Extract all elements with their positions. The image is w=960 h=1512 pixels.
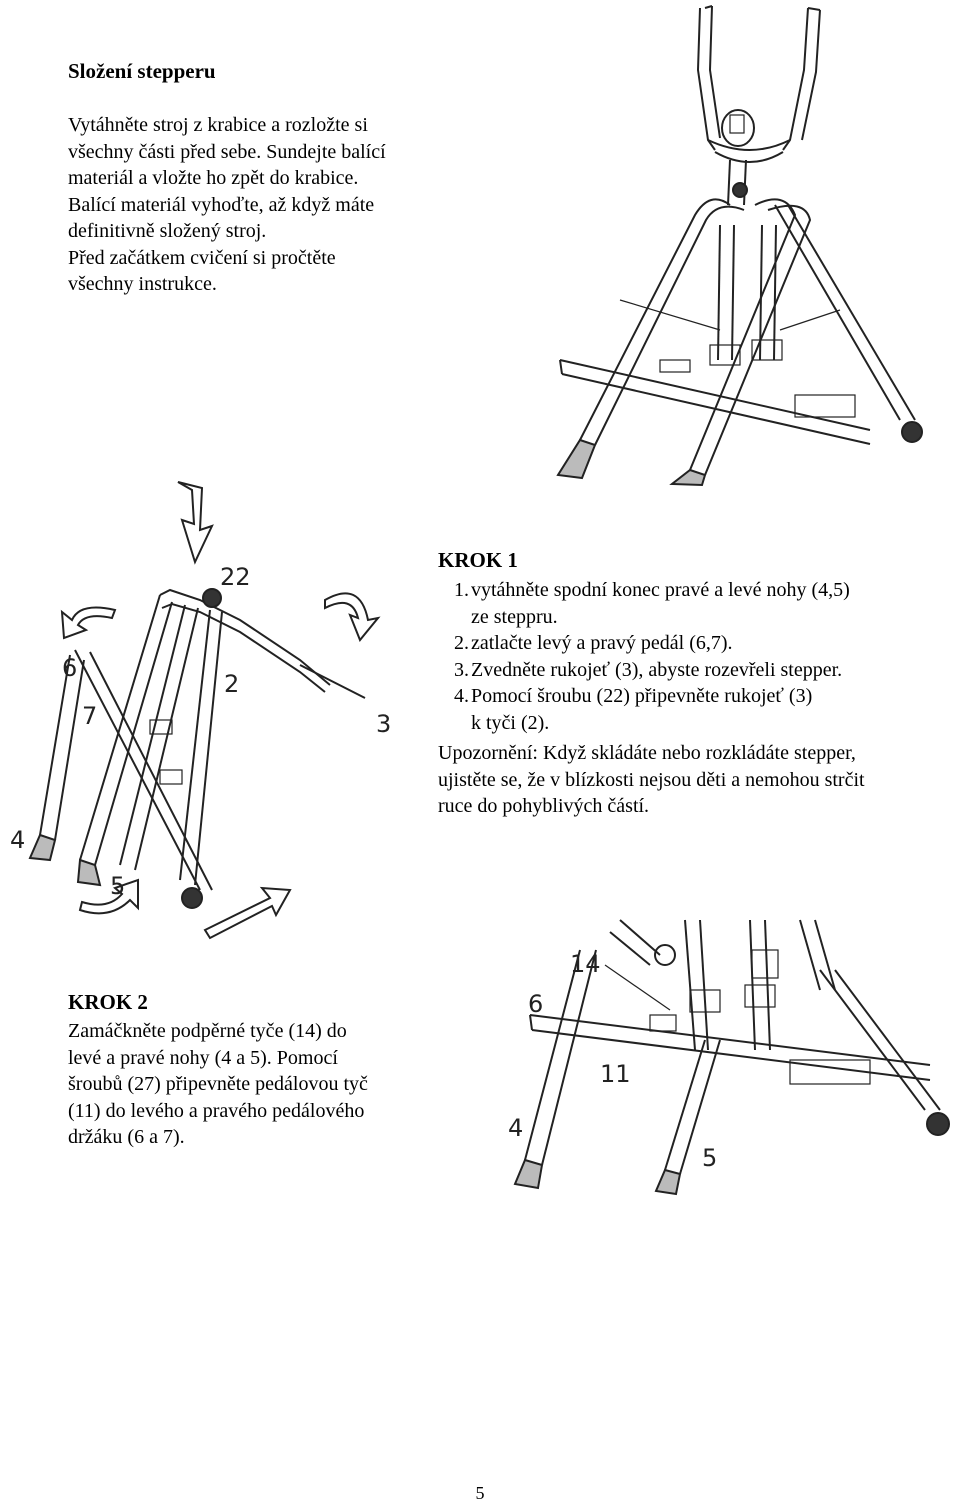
list-number: 2.: [454, 632, 469, 654]
part-label: 6: [62, 654, 77, 682]
part-label: 3: [376, 710, 391, 738]
intro-line: materiál a vložte ho zpět do krabice.: [68, 167, 359, 189]
list-item: 2. zatlačte levý a pravý pedál (6,7).: [438, 630, 958, 657]
list-item: 4. Pomocí šroubu (22) připevněte rukojeť…: [438, 683, 958, 736]
part-label: 4: [10, 826, 25, 854]
step2-line: levé a pravé nohy (4 a 5). Pomocí: [68, 1046, 338, 1069]
stepper-assembled-illustration: [556, 5, 923, 487]
part-label: 2: [224, 670, 239, 698]
part-label: 11: [600, 1060, 631, 1088]
part-label: 14: [570, 950, 601, 978]
part-label: 4: [508, 1114, 523, 1142]
intro-line: Před začátkem cvičení si pročtěte: [68, 246, 336, 269]
page-number: 5: [475, 1483, 485, 1503]
intro-line: všechny instrukce.: [68, 273, 217, 295]
part-label: 5: [110, 872, 125, 900]
part-label: 6: [528, 990, 543, 1018]
intro-title: Složení stepperu: [68, 59, 216, 83]
step2-line: Zamáčkněte podpěrné tyče (14) do: [68, 1020, 347, 1042]
list-line: Pomocí šroubu (22) připevněte rukojeť (3…: [471, 685, 813, 707]
intro-line: všechny části před sebe. Sundejte balící: [68, 140, 386, 163]
warning-line: ruce do pohyblivých částí.: [438, 795, 650, 817]
list-item: 1. vytáhněte spodní konec pravé a levé n…: [438, 577, 958, 630]
list-line: ze steppru.: [471, 605, 558, 628]
list-number: 1.: [454, 579, 469, 601]
intro-line: Balící materiál vyhoďte, až když máte: [68, 193, 375, 216]
step2-paragraph: Zamáčkněte podpěrné tyče (14) do levé a …: [68, 1018, 438, 1151]
pedal-bar-detail-illustration: 14 6 11 4 5: [508, 919, 950, 1196]
step1-list: 1. vytáhněte spodní konec pravé a levé n…: [438, 577, 958, 736]
list-line: vytáhněte spodní konec pravé a levé nohy…: [471, 579, 850, 601]
intro-line: definitivně složený stroj.: [68, 220, 267, 242]
list-number: 3.: [454, 658, 469, 681]
step2-line: (11) do levého a pravého pedálového: [68, 1099, 365, 1122]
step2-title: KROK 2: [68, 990, 148, 1014]
step1-title: KROK 1: [438, 548, 518, 572]
step2-line: držáku (6 a 7).: [68, 1126, 185, 1148]
list-number: 4.: [454, 685, 469, 707]
stepper-folded-illustration: 22 6 7 2 3 4 5: [10, 481, 391, 940]
step1-warning: Upozornění: Když skládáte nebo rozkládát…: [438, 740, 960, 820]
list-line: Zvedněte rukojeť (3), abyste rozevřeli s…: [471, 658, 843, 681]
warning-line: Upozornění: Když skládáte nebo rozkládát…: [438, 742, 856, 764]
part-label: 22: [220, 563, 251, 591]
list-item: 3. Zvedněte rukojeť (3), abyste rozevřel…: [438, 657, 958, 684]
intro-paragraph: Vytáhněte stroj z krabice a rozložte si …: [68, 112, 488, 298]
warning-line: ujistěte se, že v blízkosti nejsou děti …: [438, 768, 865, 791]
list-line: k tyči (2).: [471, 711, 550, 734]
part-label: 7: [82, 702, 97, 730]
list-line: zatlačte levý a pravý pedál (6,7).: [471, 632, 733, 654]
intro-line: Vytáhněte stroj z krabice a rozložte si: [68, 114, 368, 136]
part-label: 5: [702, 1144, 717, 1172]
step2-line: šroubů (27) připevněte pedálovou tyč: [68, 1073, 368, 1095]
